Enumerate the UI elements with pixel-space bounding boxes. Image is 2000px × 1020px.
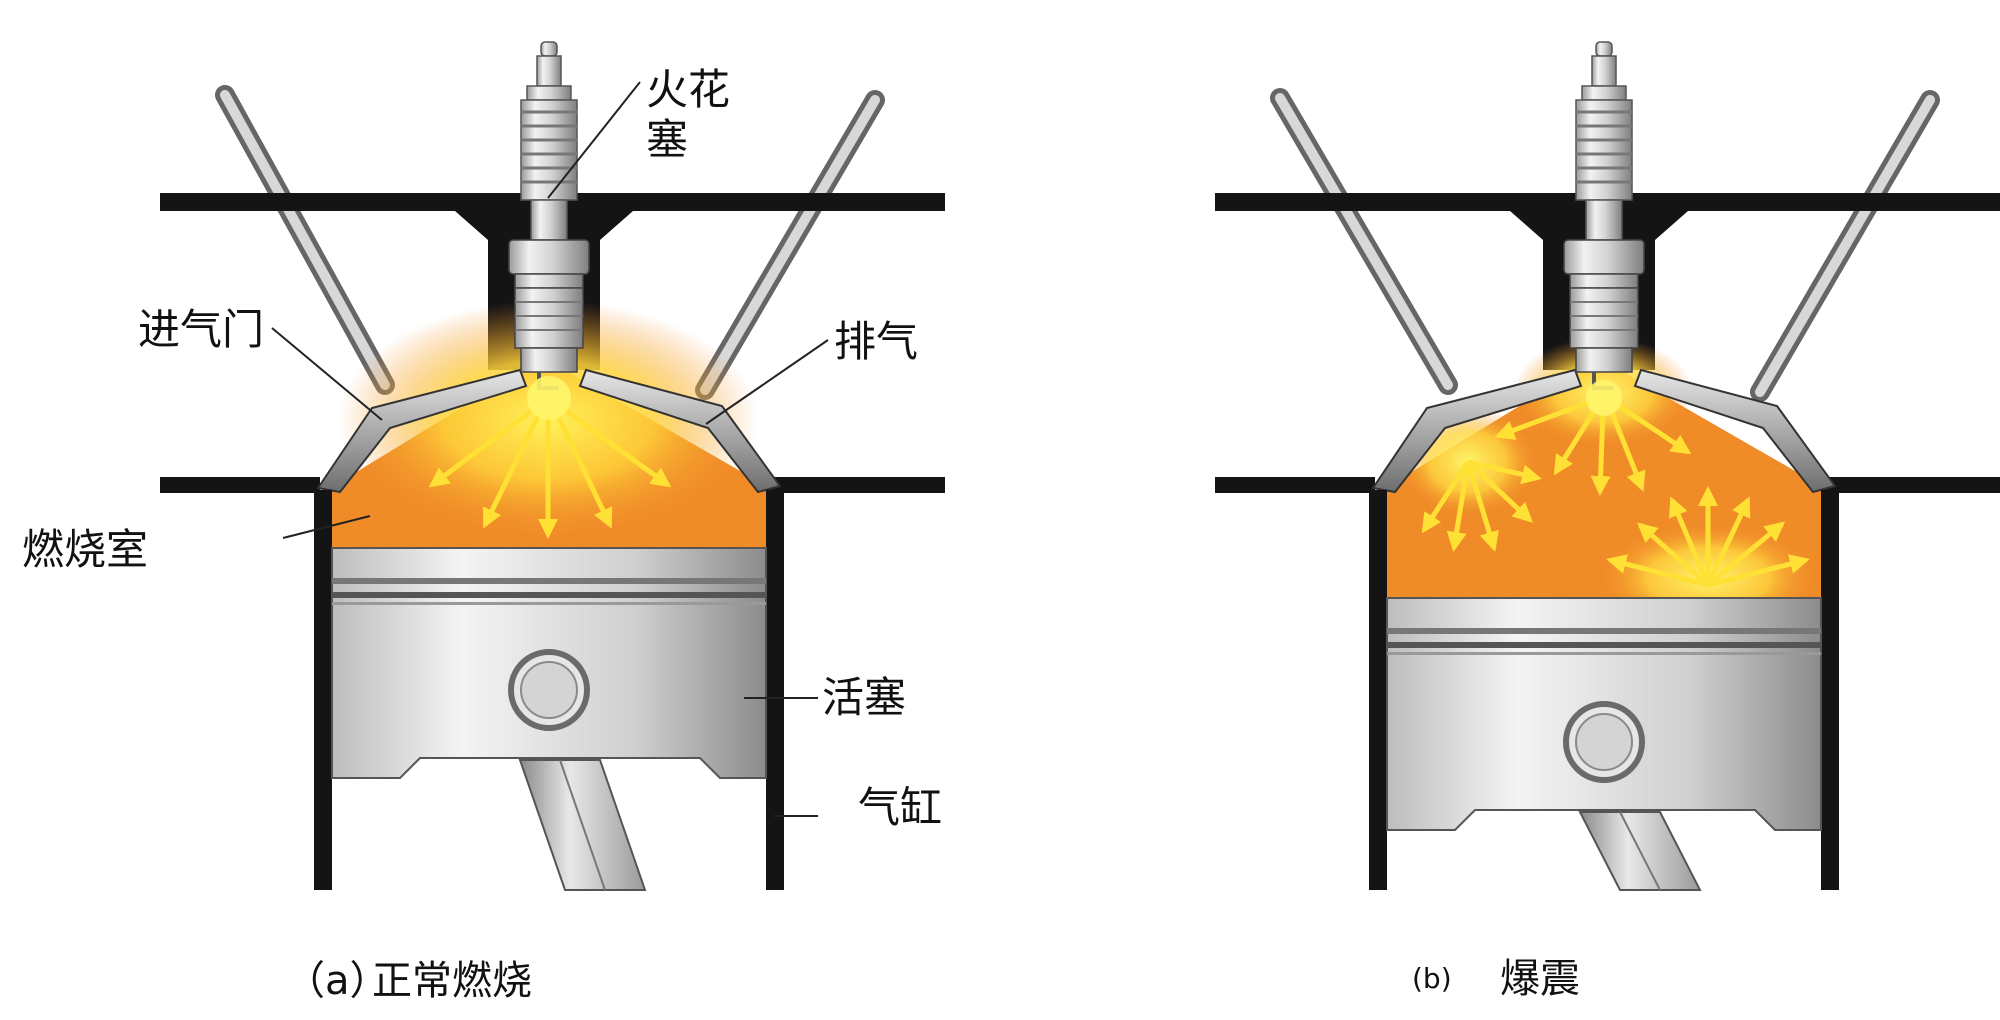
spark xyxy=(527,376,571,420)
panel-normal-combustion: 火花 塞 进气门 排气 燃烧室 活塞 气缸 （a） 正常燃烧 xyxy=(22,40,945,1004)
cylinder-wall-right xyxy=(766,490,784,890)
caption-b-prefix: (b) xyxy=(1412,962,1452,995)
caption-a-text: 正常燃烧 xyxy=(372,958,532,1004)
head-bottom-bar-left xyxy=(160,477,320,493)
cylinder-wall-right-b xyxy=(1821,490,1839,890)
piston-ring-2 xyxy=(332,592,766,598)
label-intake-valve: 进气门 xyxy=(138,305,264,354)
flame-arrows-knock-right xyxy=(1606,486,1810,588)
label-spark-plug-line1: 火花 xyxy=(646,65,730,114)
intake-valve-head-b xyxy=(1371,368,1583,494)
piston-b-ring-1 xyxy=(1387,628,1821,634)
piston-ring-1 xyxy=(332,578,766,584)
piston-ring-3 xyxy=(332,602,766,605)
cylinder-wall-left xyxy=(314,490,332,890)
head-bottom-bar-right xyxy=(765,477,945,493)
exhaust-valve-head-b xyxy=(1633,368,1837,494)
label-piston: 活塞 xyxy=(822,673,906,722)
flame-arrows-knock-left xyxy=(1421,459,1542,552)
head-bottom-bar-left-b xyxy=(1215,477,1375,493)
flame-arrows-spark-b xyxy=(1494,399,1692,496)
caption-b-text: 爆震 xyxy=(1500,956,1580,1002)
leader-lines xyxy=(271,81,829,817)
intake-valve-stem-highlight xyxy=(220,90,390,390)
piston-b-ring-2 xyxy=(1387,642,1821,648)
piston-b-ring-3 xyxy=(1387,652,1821,655)
panel-knock: (b) 爆震 xyxy=(1215,40,2000,1002)
flame-arrows xyxy=(428,405,672,539)
intake-valve-head xyxy=(316,368,528,494)
label-combustion-chamber: 燃烧室 xyxy=(22,525,148,574)
label-cylinder: 气缸 xyxy=(858,783,942,832)
cylinder-wall-left-b xyxy=(1369,490,1387,890)
exhaust-valve-head xyxy=(578,368,782,494)
exhaust-valve-stem-highlight xyxy=(700,95,880,395)
head-bottom-bar-right-b xyxy=(1820,477,2000,493)
caption-a-prefix: （a） xyxy=(285,958,390,1004)
label-spark-plug-line2: 塞 xyxy=(646,115,688,164)
label-exhaust: 排气 xyxy=(834,317,918,366)
spark-b xyxy=(1586,380,1622,416)
